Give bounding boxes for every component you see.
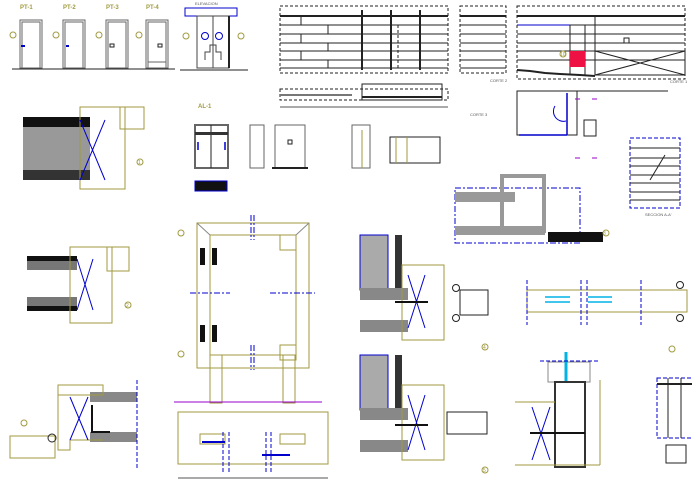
door-tag: PT-3	[106, 5, 119, 11]
corte-label: CORTE 1	[670, 79, 688, 84]
wall-elevation-title: ELEVACION	[195, 1, 218, 6]
small-box	[389, 136, 441, 164]
window-tag: AL-1	[198, 104, 212, 110]
small-profile	[351, 124, 371, 169]
section-label: SECCION A-A'	[645, 212, 672, 217]
door-tag: PT-2	[63, 5, 76, 11]
room-plan	[516, 90, 668, 159]
detail-number: 10	[560, 52, 566, 58]
door-section-right	[656, 377, 692, 464]
elevation-corte2	[459, 5, 507, 74]
detail-number: 3	[603, 231, 606, 237]
door-markers	[9, 31, 143, 39]
detail-1: 1	[23, 106, 145, 190]
door-tag: PT-1	[20, 5, 33, 11]
detail-marker	[559, 50, 567, 58]
lock-icons	[109, 43, 163, 48]
corte-label: CORTE 3	[470, 112, 488, 117]
window-elevation: AL-1	[194, 104, 308, 192]
door-elevations	[12, 19, 175, 70]
detail-4: 4	[359, 234, 489, 351]
detail-number: 4	[483, 345, 486, 351]
detail-10: 3	[454, 174, 610, 244]
detail-number: 2	[126, 303, 129, 309]
highlighted-panel	[570, 51, 585, 67]
door-handles	[21, 45, 69, 47]
door-tag: PT-4	[146, 5, 159, 11]
detail-number: 1	[138, 160, 141, 166]
detail-number: 5	[483, 468, 486, 474]
section-aa	[629, 137, 681, 209]
tile-elevation	[279, 5, 449, 74]
plan-strip	[279, 83, 449, 108]
detail-3	[526, 280, 688, 353]
door-tags: PT-1 PT-2 PT-3 PT-4	[20, 5, 159, 11]
corte-label: CORTE 2	[490, 78, 508, 83]
detail-5: 5	[359, 354, 489, 474]
frame-section-detail	[177, 411, 329, 479]
detail-2: 2	[27, 246, 132, 324]
detail-bottom-right	[515, 352, 601, 468]
wall-elevation	[180, 7, 248, 71]
frame-plan-detail	[174, 215, 322, 404]
detail-11	[9, 380, 138, 470]
elevation-corte1	[516, 5, 686, 80]
